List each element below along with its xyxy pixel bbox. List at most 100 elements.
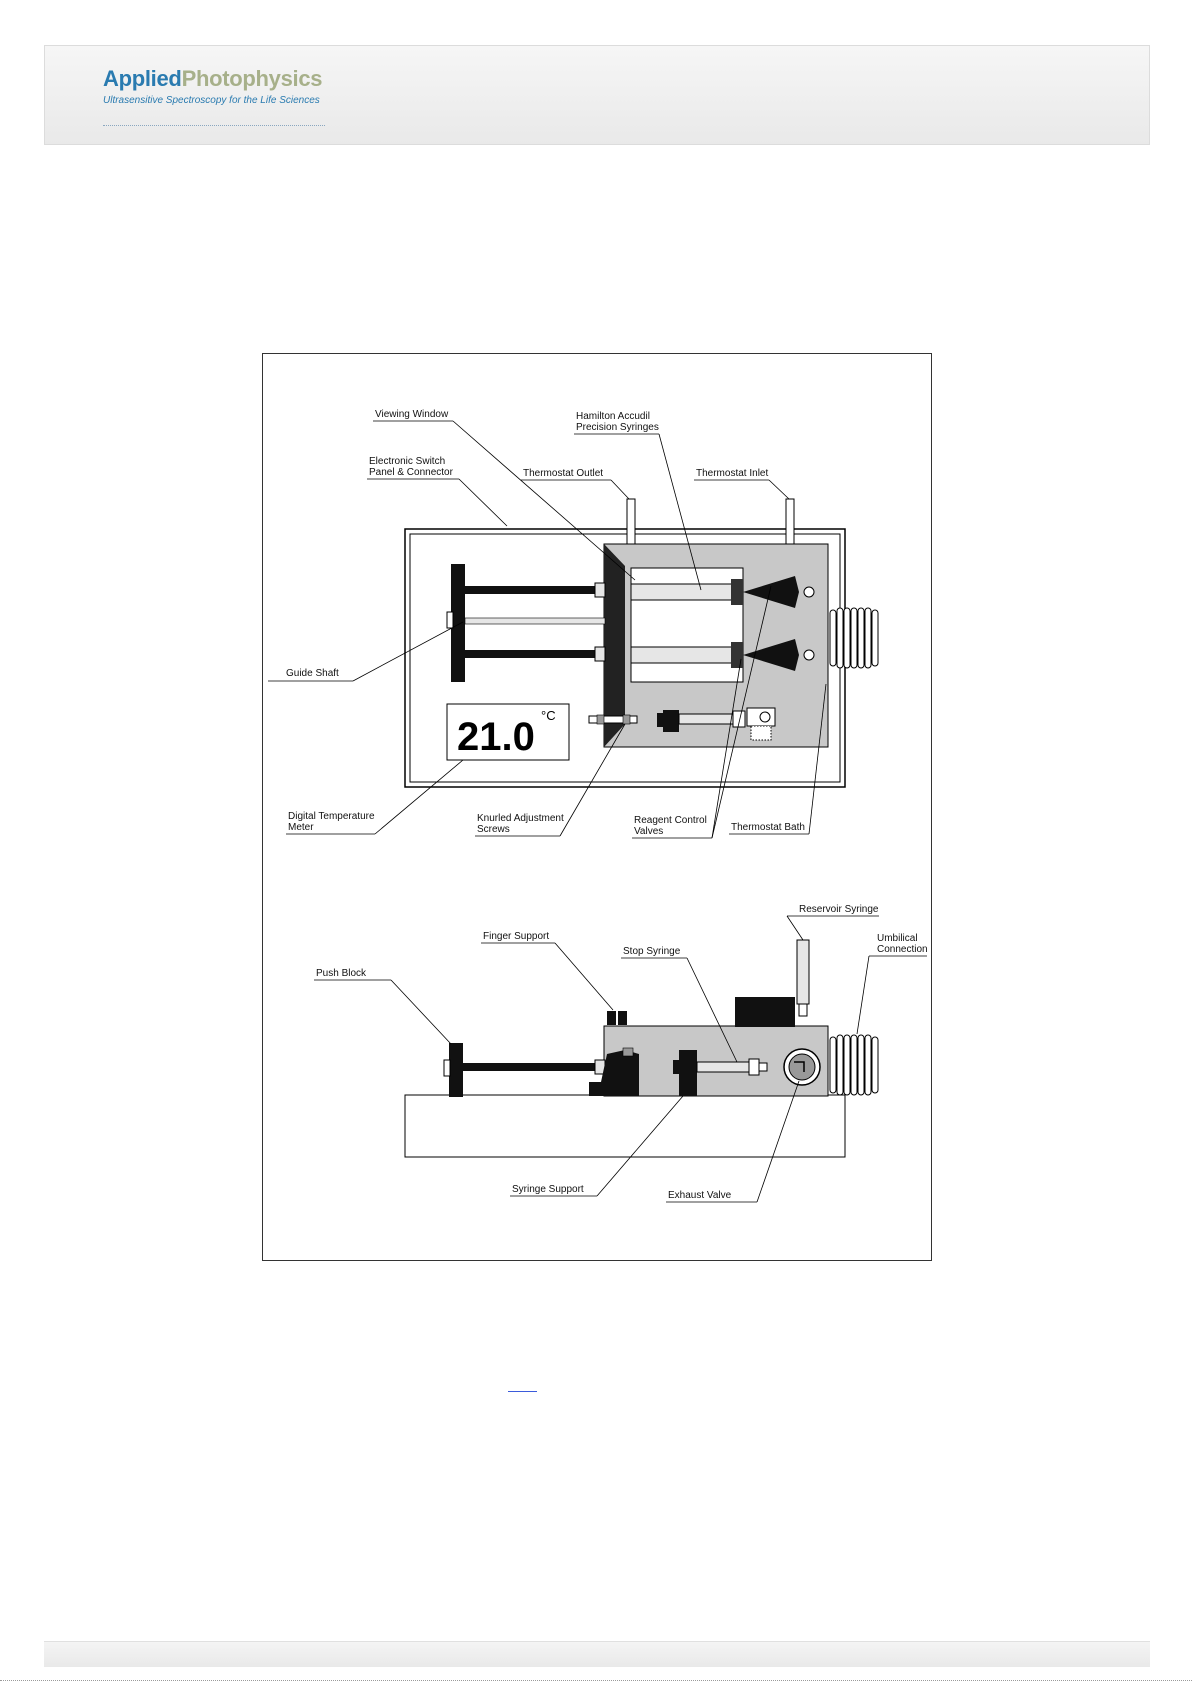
stop-syringe-top — [678, 713, 734, 725]
svg-text:Knurled Adjustment: Knurled Adjustment — [477, 813, 564, 824]
stop-syringe-tip — [748, 1058, 760, 1076]
label-digital-temperature: Digital Temperature Meter — [286, 759, 464, 835]
svg-text:Hamilton Accudil: Hamilton Accudil — [576, 411, 650, 422]
label-thermostat-outlet: Thermostat Outlet — [521, 468, 630, 500]
svg-text:Guide Shaft: Guide Shaft — [286, 668, 339, 679]
exhaust-valve-arrow — [794, 1061, 805, 1072]
label-guide-shaft: Guide Shaft — [268, 621, 464, 682]
drive-rod-upper — [465, 586, 605, 594]
label-thermostat-bath: Thermostat Bath — [729, 683, 827, 835]
rod-coupler-lower — [594, 646, 606, 662]
side-drive-rod — [463, 1063, 595, 1071]
exhaust-connector — [758, 1062, 768, 1072]
label-stop-syringe: Stop Syringe — [621, 946, 738, 1063]
page-footer — [44, 1641, 1150, 1667]
svg-text:Thermostat Inlet: Thermostat Inlet — [696, 468, 768, 479]
svg-text:Valves: Valves — [634, 826, 663, 837]
label-knurled-screws: Knurled Adjustment Screws — [475, 723, 626, 837]
page-header: AppliedPhotophysics Ultrasensitive Spect… — [44, 45, 1150, 145]
label-viewing-window: Viewing Window — [373, 409, 636, 581]
svg-text:Digital Temperature: Digital Temperature — [288, 811, 375, 822]
syringe-upper — [630, 583, 740, 601]
label-exhaust-valve: Exhaust Valve — [666, 1080, 800, 1203]
svg-text:Push Block: Push Block — [316, 968, 367, 979]
push-plate — [451, 564, 465, 682]
label-finger-support: Finger Support — [481, 931, 614, 1011]
reagent-valve-upper — [743, 576, 799, 608]
side-valve-screw — [622, 1047, 634, 1057]
label-reagent-valves: Reagent Control Valves — [632, 585, 772, 839]
syringe-support — [679, 1050, 697, 1096]
finger-support-left — [607, 1011, 616, 1025]
reservoir-stem — [798, 1003, 808, 1017]
reservoir-syringe — [796, 939, 810, 1005]
exhaust-valve — [788, 1053, 816, 1081]
exhaust-screw-top — [759, 711, 771, 723]
svg-text:Umbilical: Umbilical — [877, 933, 918, 944]
knurled-screw-bar — [588, 715, 638, 724]
label-umbilical-connection: Umbilical Connection — [856, 933, 928, 1035]
svg-text:Viewing Window: Viewing Window — [375, 409, 449, 420]
company-logo[interactable]: AppliedPhotophysics — [103, 66, 323, 92]
umbilical-coil-top — [829, 607, 879, 669]
drive-rod-lower — [465, 650, 605, 658]
svg-text:Screws: Screws — [477, 824, 510, 835]
digital-temperature-display — [446, 703, 570, 761]
label-thermostat-inlet: Thermostat Inlet — [694, 468, 790, 500]
stop-syringe-end — [732, 710, 746, 728]
temperature-unit: °C — [541, 708, 556, 723]
stop-block — [663, 710, 679, 732]
syringe-lower — [630, 646, 740, 664]
label-reservoir-syringe: Reservoir Syringe — [786, 904, 879, 941]
label-syringe-support: Syringe Support — [510, 1095, 684, 1197]
svg-text:Syringe Support: Syringe Support — [512, 1184, 584, 1195]
stopped-flow-diagram: 21.0 °C Viewing Window Hamilton Accudil … — [262, 353, 932, 1261]
viewing-window-frame — [604, 544, 625, 747]
thermostat-outlet-tube — [626, 498, 636, 550]
svg-text:Reagent Control: Reagent Control — [634, 815, 707, 826]
temperature-value: 21.0 — [457, 715, 535, 759]
rod-coupler-upper — [594, 582, 606, 598]
svg-text:Meter: Meter — [288, 822, 314, 833]
svg-text:Precision Syringes: Precision Syringes — [576, 422, 659, 433]
reagent-valve-lower — [743, 639, 799, 671]
knurled-screw-b — [622, 714, 631, 725]
thermostat-inlet-tube — [785, 498, 795, 550]
push-knob — [446, 611, 454, 629]
syringe-cap-upper — [731, 579, 743, 605]
footer-divider — [0, 1680, 1192, 1681]
figure-link[interactable] — [508, 1391, 537, 1392]
guide-shaft — [464, 617, 606, 625]
svg-text:Thermostat Outlet: Thermostat Outlet — [523, 468, 603, 479]
valve-screw-upper — [803, 586, 815, 598]
stop-syringe — [696, 1061, 750, 1073]
logo-tagline: Ultrasensitive Spectroscopy for the Life… — [103, 95, 320, 106]
push-block — [449, 1043, 463, 1097]
label-electronic-switch: Electronic Switch Panel & Connector — [367, 456, 508, 527]
diagram-svg: 21.0 °C Viewing Window Hamilton Accudil … — [268, 409, 928, 1203]
svg-text:Stop Syringe: Stop Syringe — [623, 946, 681, 957]
stop-knob — [657, 713, 665, 727]
finger-support-right — [618, 1011, 627, 1025]
syringe-cap-lower — [731, 642, 743, 668]
valve-screw-lower — [803, 649, 815, 661]
logo-divider — [103, 125, 325, 126]
push-block-knob — [443, 1059, 451, 1077]
side-valve-block — [589, 1050, 639, 1096]
base-plate — [404, 1094, 846, 1158]
svg-text:Panel & Connector: Panel & Connector — [369, 467, 454, 478]
svg-text:Connection: Connection — [877, 944, 928, 955]
svg-text:Thermostat Bath: Thermostat Bath — [731, 822, 805, 833]
logo-word-applied: Applied — [103, 66, 182, 91]
knurled-screw-a — [596, 714, 605, 725]
svg-text:Finger Support: Finger Support — [483, 931, 549, 942]
logo-word-photophysics: Photophysics — [181, 66, 323, 91]
umbilical-coil-side — [829, 1034, 879, 1096]
exhaust-knob-top — [750, 725, 772, 741]
stop-syringe-knob — [673, 1060, 681, 1074]
electronics-box — [735, 997, 795, 1027]
label-hamilton-syringes: Hamilton Accudil Precision Syringes — [574, 411, 702, 591]
svg-text:Electronic Switch: Electronic Switch — [369, 456, 445, 467]
label-push-block: Push Block — [314, 968, 452, 1045]
svg-text:Exhaust Valve: Exhaust Valve — [668, 1190, 732, 1201]
